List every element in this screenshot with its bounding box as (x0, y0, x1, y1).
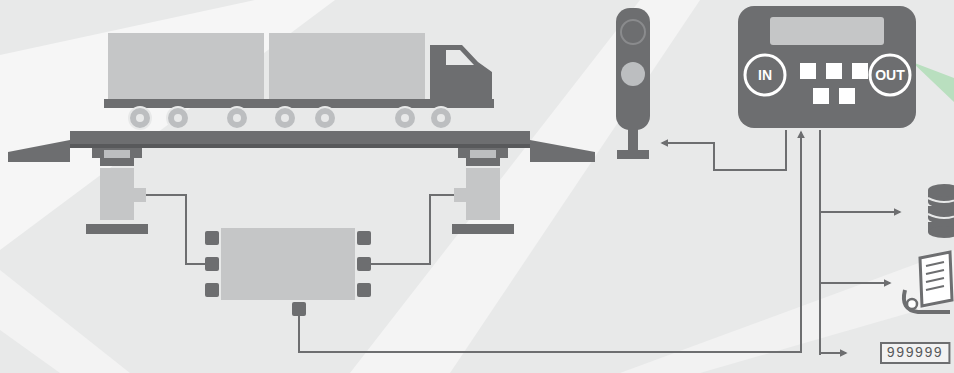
keypad (800, 63, 868, 104)
button-circle (870, 55, 910, 95)
database-icon (928, 184, 954, 238)
output-bus (819, 130, 821, 355)
node-label: OUT (875, 68, 905, 82)
cab-window (446, 50, 474, 65)
control-wire (662, 130, 786, 170)
weighing-indicator (738, 6, 916, 128)
ramp (8, 140, 70, 162)
light-ray (0, 270, 130, 373)
wheels (129, 107, 452, 129)
traffic-light (616, 8, 650, 159)
button-circle (745, 55, 785, 95)
junction-box (205, 228, 371, 316)
trailer-box (269, 33, 425, 99)
truck (104, 33, 494, 129)
output-arrow (820, 352, 846, 354)
signal-beam (912, 62, 954, 102)
signal-wire (299, 132, 801, 352)
wire (146, 195, 205, 264)
ramp (530, 140, 595, 162)
wheel-hubs (136, 114, 445, 122)
output-arrow (820, 282, 890, 284)
trailer-box (108, 33, 264, 99)
truck-cab (430, 45, 492, 99)
node-label: 999999 (887, 346, 943, 360)
remote-display: 999999 (880, 342, 950, 364)
output-arrow (820, 211, 900, 213)
indicator-screen (770, 17, 884, 45)
light-ray (620, 250, 954, 373)
node-label: IN (758, 68, 772, 82)
load-cell (452, 148, 514, 234)
in-button: IN (743, 53, 787, 97)
printer-icon (904, 252, 952, 312)
chassis (104, 99, 494, 108)
wire (371, 195, 454, 264)
load-cell (86, 148, 148, 234)
out-button: OUT (868, 53, 912, 97)
wires (146, 130, 900, 355)
deck (70, 131, 530, 144)
display-frame (881, 343, 949, 363)
